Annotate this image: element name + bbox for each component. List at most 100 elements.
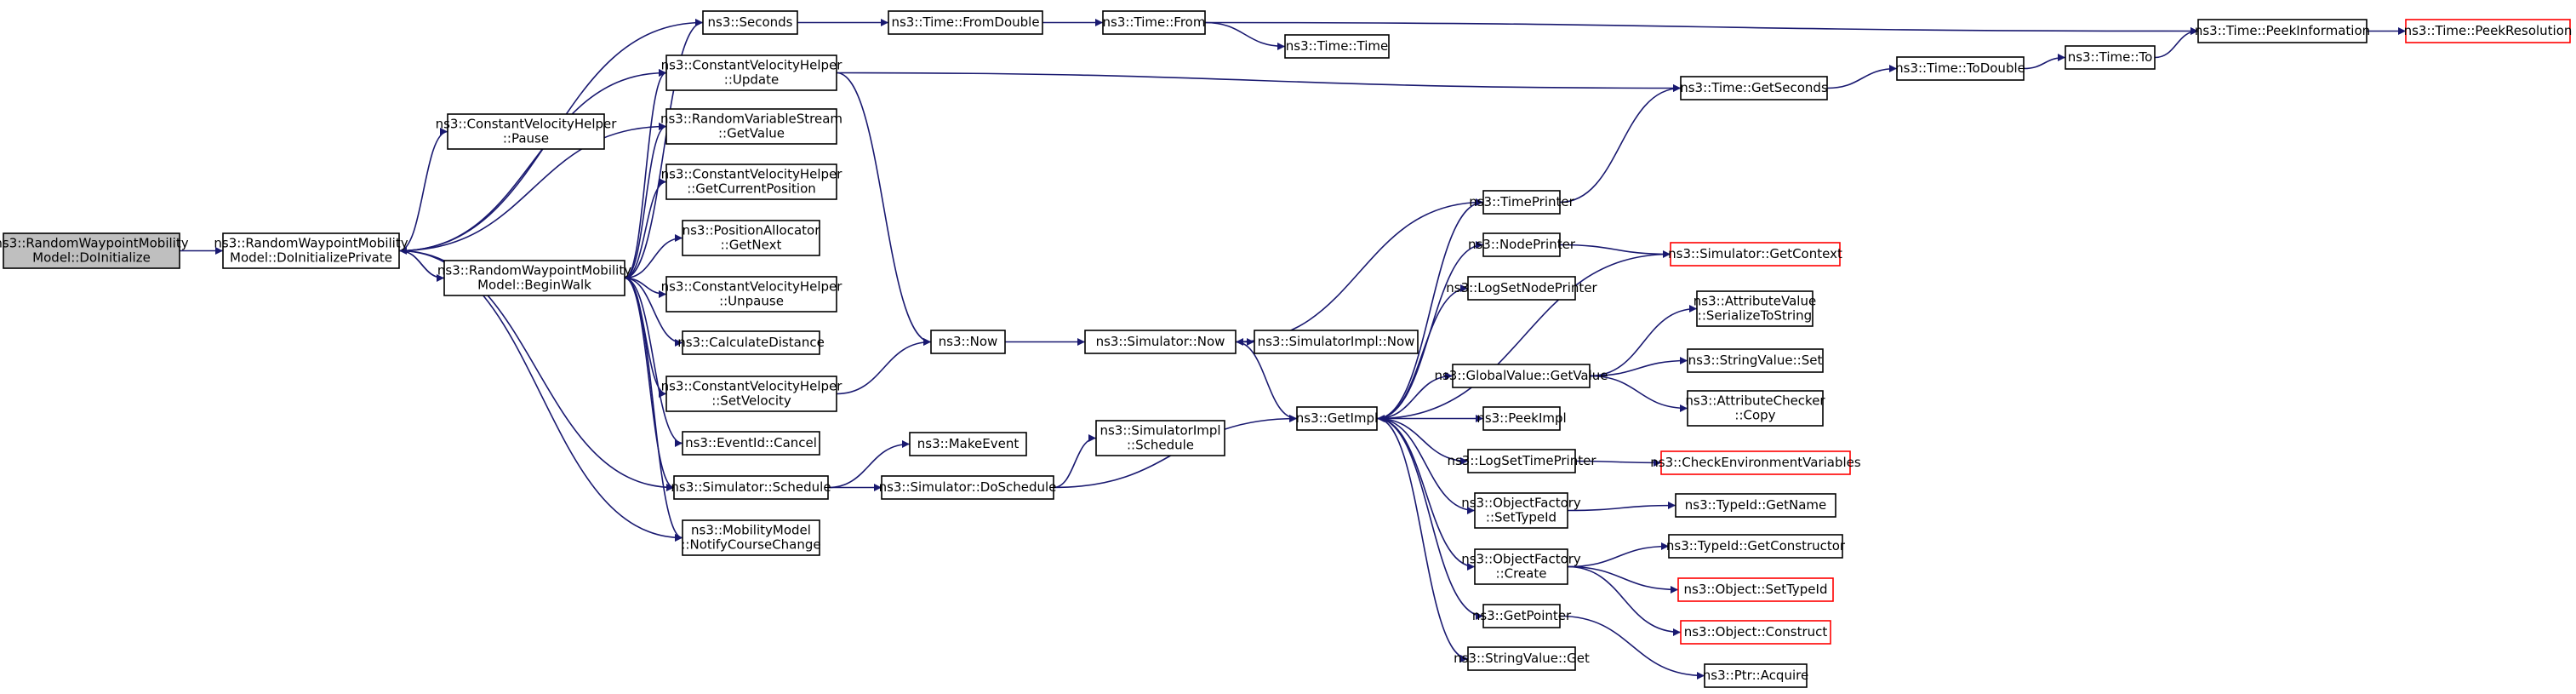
node-box	[1467, 276, 1576, 301]
node-box	[682, 330, 820, 355]
node-makeevent[interactable]: ns3::MakeEvent	[909, 432, 1027, 456]
node-timetime[interactable]: ns3::Time::Time	[1284, 34, 1390, 59]
node-label: ::GetNext	[721, 238, 782, 253]
node-cvhsetvel[interactable]: ns3::ConstantVelocityHelper::SetVelocity	[661, 376, 843, 412]
node-getpointer[interactable]: ns3::GetPointer	[1472, 604, 1572, 628]
edge-ofcreate-to-objsettypeid	[1567, 565, 1679, 594]
node-ofcreate[interactable]: ns3::ObjectFactory::Create	[1461, 548, 1581, 585]
edge-beginwalk-to-doinitpriv	[398, 247, 445, 279]
node-label: ns3::Seconds	[708, 14, 793, 30]
node-accopy[interactable]: ns3::AttributeChecker::Copy	[1685, 390, 1825, 427]
edge-doinitpriv-to-cvhupdate	[398, 69, 667, 252]
node-timeto[interactable]: ns3::Time::To	[2065, 45, 2156, 70]
node-timetodouble[interactable]: ns3::Time::ToDouble	[1895, 56, 2025, 81]
node-avserialize[interactable]: ns3::AttributeValue::SerializeToString	[1694, 290, 1816, 327]
node-label: ns3::CheckEnvironmentVariables	[1650, 455, 1861, 470]
node-label: Model::DoInitializePrivate	[230, 250, 392, 266]
node-rvsgetvalue[interactable]: ns3::RandomVariableStream::GetValue	[660, 108, 842, 145]
node-peekinfo[interactable]: ns3::Time::PeekInformation	[2195, 19, 2370, 43]
node-timefromdouble[interactable]: ns3::Time::FromDouble	[888, 10, 1043, 35]
node-label: ns3::Simulator::Now	[1096, 334, 1225, 349]
node-box	[1896, 56, 2025, 81]
node-objsettypeid[interactable]: ns3::Object::SetTypeId	[1677, 577, 1834, 602]
node-timeprinter[interactable]: ns3::TimePrinter	[1469, 190, 1575, 215]
node-doinitpriv[interactable]: ns3::RandomWaypointMobilityModel::DoInit…	[214, 232, 408, 269]
edge-getimpl-to-logsetnodeprinter	[1376, 284, 1469, 420]
node-pagetnext[interactable]: ns3::PositionAllocator::GetNext	[682, 220, 821, 256]
node-svset[interactable]: ns3::StringValue::Set	[1687, 348, 1824, 373]
node-label: ns3::ConstantVelocityHelper	[661, 279, 843, 295]
node-label: ns3::Simulator::DoSchedule	[879, 479, 1057, 495]
node-gvgetvalue[interactable]: ns3::GlobalValue::GetValue	[1434, 364, 1608, 388]
node-label: ns3::Time::From	[1103, 14, 1206, 30]
node-now[interactable]: ns3::Now	[930, 330, 1006, 354]
edge-simnow-to-getimpl	[1235, 341, 1298, 422]
node-cvhpause[interactable]: ns3::ConstantVelocityHelper::Pause	[436, 113, 618, 150]
node-checkenv[interactable]: ns3::CheckEnvironmentVariables	[1650, 450, 1861, 475]
node-simdoschedule[interactable]: ns3::Simulator::DoSchedule	[879, 475, 1057, 500]
node-label: ns3::ObjectFactory	[1461, 552, 1581, 567]
edge-beginwalk-to-notifycourse	[624, 277, 683, 542]
edge-beginwalk-to-calcdist	[624, 277, 683, 347]
node-label: ns3::Time::FromDouble	[891, 14, 1039, 30]
edge-getimpl-to-timeprinter	[1376, 198, 1484, 420]
node-label: ns3::ConstantVelocityHelper	[661, 167, 843, 182]
edge-ofcreate-to-tidgetctor	[1567, 542, 1670, 568]
node-simimplnow[interactable]: ns3::SimulatorImpl::Now	[1254, 330, 1419, 354]
node-label: ns3::PeekImpl	[1476, 410, 1566, 426]
node-box	[3, 232, 180, 269]
edge-timegetseconds-to-timetodouble	[1826, 65, 1898, 89]
node-nodeprinter[interactable]: ns3::NodePrinter	[1468, 232, 1576, 257]
node-seconds[interactable]: ns3::Seconds	[702, 10, 798, 35]
edge-timeprinter-to-timegetseconds	[1559, 84, 1682, 204]
node-objconstruct[interactable]: ns3::Object::Construct	[1680, 620, 1831, 645]
node-tidgetname[interactable]: ns3::TypeId::GetName	[1675, 493, 1836, 518]
node-label: ns3::PositionAllocator	[683, 223, 821, 238]
node-box	[222, 232, 400, 269]
node-label: ns3::RandomWaypointMobility	[437, 263, 631, 278]
node-timefrom[interactable]: ns3::Time::From	[1102, 10, 1206, 35]
node-logsetnodeprinter[interactable]: ns3::LogSetNodePrinter	[1446, 276, 1598, 301]
node-box	[1474, 492, 1568, 529]
node-label: ::NotifyCourseChange	[681, 537, 820, 553]
edge-getimpl-to-logsettimeprinter	[1376, 417, 1469, 465]
node-peekimpl[interactable]: ns3::PeekImpl	[1476, 406, 1567, 431]
node-simgetcontext[interactable]: ns3::Simulator::GetContext	[1668, 242, 1842, 267]
node-box	[1084, 330, 1237, 354]
node-simschedule[interactable]: ns3::Simulator::Schedule	[671, 475, 831, 500]
edge-cvhupdate-to-now	[836, 72, 932, 346]
node-label: ns3::TimePrinter	[1469, 194, 1574, 209]
node-simimplschedule[interactable]: ns3::SimulatorImpl::Schedule	[1095, 420, 1225, 456]
node-doinit[interactable]: ns3::RandomWaypointMobilityModel::DoInit…	[0, 232, 189, 269]
edge-gvgetvalue-to-svset	[1589, 357, 1688, 377]
node-label: ns3::LogSetTimePrinter	[1447, 453, 1596, 468]
node-timegetseconds[interactable]: ns3::Time::GetSeconds	[1680, 76, 1828, 100]
node-label: ns3::LogSetNodePrinter	[1446, 280, 1597, 295]
node-cvhgetpos[interactable]: ns3::ConstantVelocityHelper::GetCurrentP…	[661, 163, 843, 200]
node-eventcancel[interactable]: ns3::EventId::Cancel	[682, 431, 820, 456]
node-peekres[interactable]: ns3::Time::PeekResolution	[2404, 19, 2573, 43]
node-logsettimeprinter[interactable]: ns3::LogSetTimePrinter	[1447, 449, 1596, 473]
edge-cvhsetvel-to-now	[836, 338, 932, 395]
node-simnow[interactable]: ns3::Simulator::Now	[1084, 330, 1237, 354]
node-tidgetctor[interactable]: ns3::TypeId::GetConstructor	[1666, 534, 1846, 559]
node-label: ::SetVelocity	[711, 393, 791, 409]
node-notifycourse[interactable]: ns3::MobilityModel::NotifyCourseChange	[681, 519, 821, 556]
node-getimpl[interactable]: ns3::GetImpl	[1296, 406, 1378, 431]
edge-timetodouble-to-timeto	[2023, 54, 2066, 70]
node-ptracquire[interactable]: ns3::Ptr::Acquire	[1703, 663, 1808, 688]
node-box	[909, 432, 1027, 456]
node-beginwalk[interactable]: ns3::RandomWaypointMobilityModel::BeginW…	[437, 260, 631, 296]
node-cvhunpause[interactable]: ns3::ConstantVelocityHelper::Unpause	[661, 276, 843, 313]
node-label: ::GetCurrentPosition	[687, 181, 816, 197]
edge-cvhupdate-to-timegetseconds	[836, 72, 1682, 92]
edge-getimpl-to-svget	[1376, 417, 1469, 662]
node-cvhupdate[interactable]: ns3::ConstantVelocityHelper::Update	[661, 54, 843, 91]
node-svget[interactable]: ns3::StringValue::Get	[1454, 646, 1590, 671]
node-box	[1452, 364, 1591, 388]
node-label: ns3::RandomWaypointMobility	[214, 236, 408, 251]
node-ofsettypeid[interactable]: ns3::ObjectFactory::SetTypeId	[1461, 492, 1581, 529]
node-calcdist[interactable]: ns3::CalculateDistance	[677, 330, 825, 355]
edge-doinitpriv-to-rvsgetvalue	[398, 123, 667, 252]
edge-beginwalk-to-seconds	[624, 19, 704, 279]
